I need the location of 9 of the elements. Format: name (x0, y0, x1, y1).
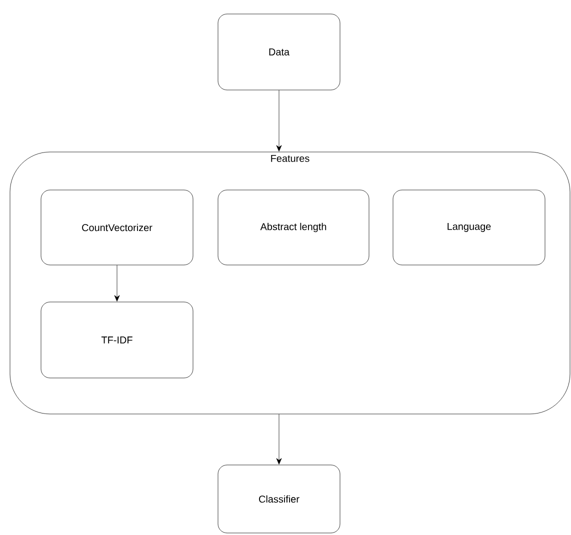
process-box: CountVectorizer (40, 190, 194, 266)
process-box: Language (392, 190, 546, 266)
process-box: Classifier (218, 464, 340, 534)
process-box: TF-IDF (40, 302, 194, 378)
arrow (276, 414, 282, 464)
process-box: Abstract length (218, 190, 370, 266)
process-box: Data (218, 14, 340, 90)
arrow (114, 264, 120, 302)
arrow (276, 90, 282, 152)
